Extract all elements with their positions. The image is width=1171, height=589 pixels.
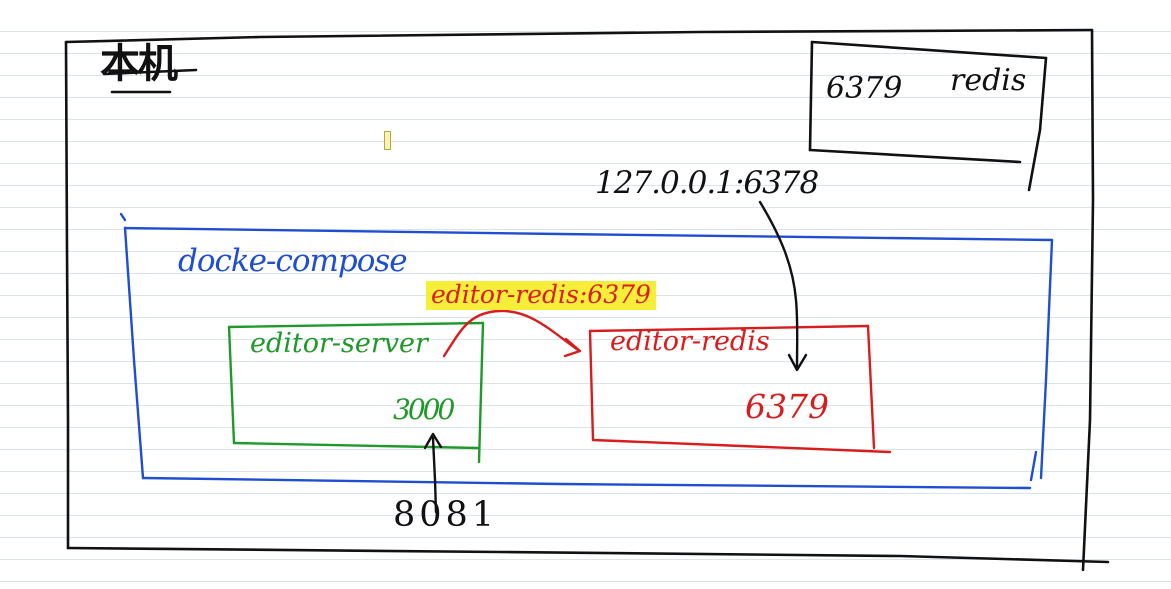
host-redis-box xyxy=(808,40,1048,192)
compose-frame xyxy=(119,212,1054,490)
service-link-label: editor-redis:6379 xyxy=(426,281,656,310)
host-port-label: 8081 xyxy=(393,495,499,535)
host-redis-port: 6379 xyxy=(826,71,903,106)
host-port-arrow xyxy=(423,432,443,514)
host-redis-name: redis xyxy=(950,63,1027,98)
text-cursor-marker xyxy=(384,131,391,150)
compose-label: docke-compose xyxy=(178,243,408,279)
editor-redis-box xyxy=(588,324,892,454)
editor-server-name: editor-server xyxy=(250,328,428,359)
host-title-strokes xyxy=(102,68,198,94)
host-title: 本机 xyxy=(100,41,178,87)
server-to-redis-arrow xyxy=(442,309,582,358)
host-address-arrow xyxy=(758,200,808,372)
editor-redis-name: editor-redis xyxy=(610,326,770,357)
editor-server-box xyxy=(227,321,485,464)
host-frame xyxy=(64,28,1110,572)
editor-server-port: 3000 xyxy=(393,393,455,426)
editor-redis-port: 6379 xyxy=(745,387,829,426)
host-address-label: 127.0.0.1:6378 xyxy=(595,165,819,201)
